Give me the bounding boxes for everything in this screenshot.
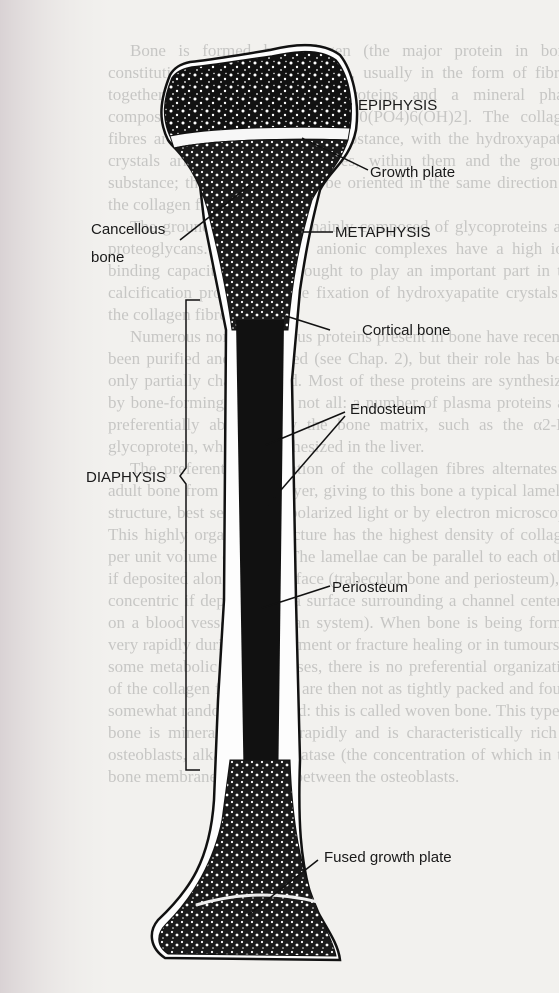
label-epiphysis: EPIPHYSIS (358, 97, 437, 114)
label-cancellous-line1: Cancellous (91, 221, 165, 238)
label-periosteum: Periosteum (332, 579, 408, 596)
label-cortical-bone: Cortical bone (362, 322, 450, 339)
label-diaphysis: DIAPHYSIS (86, 469, 166, 486)
medullary-cavity (236, 320, 284, 800)
metaphysis-cancellous-region (174, 139, 348, 330)
label-metaphysis: METAPHYSIS (335, 224, 431, 241)
leader-epiphysis (310, 104, 352, 105)
distal-cancellous-region (159, 760, 336, 956)
label-growth-plate: Growth plate (370, 164, 455, 181)
diaphysis-bracket (180, 300, 200, 770)
label-cancellous-line2: bone (91, 249, 124, 266)
label-fused-growth-plate: Fused growth plate (324, 849, 452, 866)
label-endosteum: Endosteum (350, 401, 426, 418)
